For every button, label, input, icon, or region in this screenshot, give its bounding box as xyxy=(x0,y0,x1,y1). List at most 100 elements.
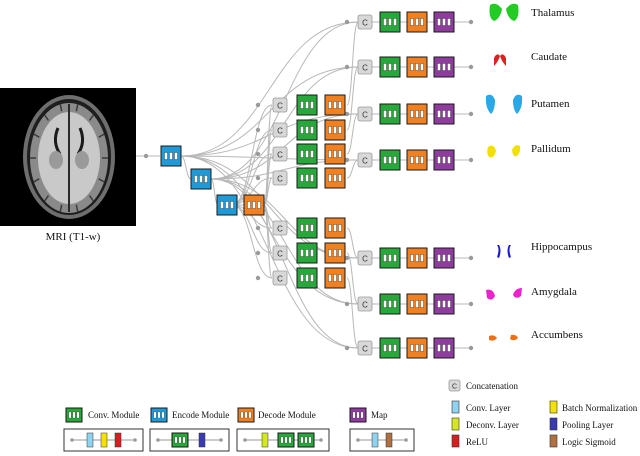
mid-wire xyxy=(263,177,273,206)
legend-deconv-layer-label: Deconv. Layer xyxy=(466,420,519,430)
mid-decode-module-bar xyxy=(328,249,332,257)
out-concat: C xyxy=(357,14,373,30)
out-decode-module xyxy=(406,337,428,359)
conv-module-mini-bar xyxy=(300,436,304,444)
mid-decode-module xyxy=(324,167,346,189)
pooling-bar xyxy=(198,432,206,448)
out-decode-module-bar xyxy=(415,18,419,26)
out-conv-module xyxy=(379,149,401,171)
amygdala-right xyxy=(513,288,522,298)
out-map-module xyxy=(433,293,455,315)
out-conv-module-bar xyxy=(388,63,392,71)
out-conv-module-bar xyxy=(388,254,392,262)
mid-conv-module-bar xyxy=(300,101,304,109)
conv-module-mini xyxy=(297,432,315,448)
thalamus-right xyxy=(506,3,519,22)
mid-concat: C xyxy=(272,270,288,286)
out-conv-module xyxy=(379,103,401,125)
legend-relu-label: ReLU xyxy=(466,437,488,447)
structure-segmentations xyxy=(485,3,523,341)
mid-decode-module-bar xyxy=(338,274,342,282)
out-map-module-bar xyxy=(437,254,441,262)
mri-caption: MRI (T1-w) xyxy=(45,231,101,243)
out-concat-box xyxy=(357,340,373,356)
out-conv-module-bar xyxy=(388,300,392,308)
caudate-left xyxy=(494,54,500,66)
mid-conv-module xyxy=(296,217,318,239)
skip-wire xyxy=(180,66,359,157)
out-conv-module xyxy=(379,56,401,78)
skip-wire xyxy=(180,155,359,349)
hippocampus-right xyxy=(507,245,511,258)
mid-concat: C xyxy=(272,245,288,261)
mid-concat-box xyxy=(272,270,288,286)
mid-decode-module-bar xyxy=(333,249,337,257)
out-map-module-bar xyxy=(437,300,441,308)
mid-out-wire xyxy=(346,21,359,106)
out-conv-module-bar xyxy=(383,156,387,164)
out-concat-glyph: C xyxy=(362,111,368,120)
legend-map-composition-dot xyxy=(404,438,408,442)
out-decode-module xyxy=(406,293,428,315)
output-dot xyxy=(468,19,474,25)
thalamus-left xyxy=(489,3,502,22)
concat-glyph: C xyxy=(452,384,457,391)
decode-module-bottleneck-bar xyxy=(257,201,261,209)
sulcus xyxy=(98,178,105,183)
legend-conv-module-composition xyxy=(63,428,144,452)
output-dot xyxy=(468,255,474,261)
out-conv-module-bar xyxy=(393,254,397,262)
legend-conv-module-composition-dot xyxy=(70,438,74,442)
legend-conv-module-icon-bar xyxy=(68,411,72,419)
legend-decode-module-label: Decode Module xyxy=(258,410,316,420)
mid-decode-module xyxy=(324,267,346,289)
out-decode-module-bar xyxy=(420,254,424,262)
mid-concat: C xyxy=(272,170,288,186)
out-map-module xyxy=(433,337,455,359)
mid-conv-module-bar xyxy=(310,274,314,282)
junction-dot xyxy=(344,19,350,25)
decode-module-bottleneck-bar xyxy=(252,201,256,209)
out-decode-module xyxy=(406,247,428,269)
mid-out-wire xyxy=(346,277,359,349)
label-thalamus: Thalamus xyxy=(531,7,575,19)
encode-module-3-bar xyxy=(230,201,234,209)
label-putamen: Putamen xyxy=(531,98,570,110)
out-map-module-bar xyxy=(442,300,446,308)
conv-module-mini-bar xyxy=(178,436,182,444)
out-map-module-bar xyxy=(447,254,451,262)
legend-conv-module-label: Conv. Module xyxy=(88,410,140,420)
out-conv-module-bar xyxy=(393,300,397,308)
mid-decode-module-bar xyxy=(333,126,337,134)
out-conv-module xyxy=(379,247,401,269)
out-conv-module xyxy=(379,11,401,33)
label-pallidum: Pallidum xyxy=(531,143,571,155)
deconv-layer-bar xyxy=(261,432,269,448)
out-decode-module xyxy=(406,11,428,33)
out-map-module-bar xyxy=(442,344,446,352)
out-conv-module-bar xyxy=(393,63,397,71)
mid-concat-box xyxy=(272,97,288,113)
legend-map-label: Map xyxy=(371,410,388,420)
mid-concat-box xyxy=(272,170,288,186)
out-map-module-bar xyxy=(447,18,451,26)
encode-module-2-bar xyxy=(199,175,203,183)
mid-out-wire xyxy=(346,227,359,259)
mid-conv-module-bar xyxy=(305,224,309,232)
out-decode-module-bar xyxy=(420,18,424,26)
out-decode-module-bar xyxy=(415,110,419,118)
mid-conv-module xyxy=(296,94,318,116)
mid-conv-module-bar xyxy=(305,150,309,158)
input-dot xyxy=(143,153,149,159)
legend-batch-norm-swatch xyxy=(549,400,558,414)
encode-module-1-bar xyxy=(174,152,178,160)
out-concat-glyph: C xyxy=(362,19,368,28)
mid-out-wire xyxy=(346,113,359,155)
out-concat-glyph: C xyxy=(362,301,368,310)
legend-deconv-layer-swatch xyxy=(451,417,460,431)
mid-decode-module-bar xyxy=(338,174,342,182)
legend-conv-module-icon-bar xyxy=(72,411,76,419)
out-decode-module-bar xyxy=(420,156,424,164)
putamen-left xyxy=(485,94,495,114)
label-accumbens: Accumbens xyxy=(531,329,583,341)
